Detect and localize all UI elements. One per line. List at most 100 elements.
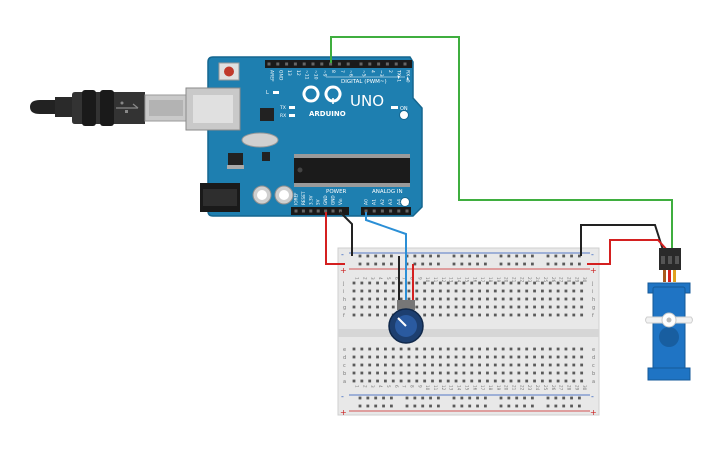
- top-pin-label: 13: [286, 70, 292, 76]
- column-label: 7: [402, 385, 407, 388]
- header-pin: [364, 209, 368, 213]
- row-label: j: [591, 281, 593, 287]
- reset-button: [218, 62, 240, 81]
- header-pin: [346, 62, 350, 66]
- column-label: 2: [362, 277, 367, 280]
- column-label: 22: [519, 385, 524, 391]
- row-label: f: [592, 313, 594, 319]
- column-label: 14: [457, 277, 462, 283]
- column-label: 16: [472, 385, 477, 391]
- column-label: 13: [449, 277, 454, 283]
- wire-servo-vcc: [587, 239, 668, 265]
- dc-jack-icon: [200, 183, 240, 212]
- header-pin: [359, 62, 363, 66]
- column-label: 17: [480, 385, 485, 391]
- column-label: 3: [370, 385, 375, 388]
- header-pin: [329, 62, 333, 66]
- rail-minus-bottom-right: -: [591, 392, 594, 401]
- top-pin-label: 12: [295, 70, 301, 76]
- digital-header-label: DIGITAL (PWM~): [341, 79, 387, 85]
- column-label: 2: [362, 385, 367, 388]
- top-pin-label: ~10: [313, 70, 319, 80]
- rail-minus-top-right: -: [591, 250, 594, 259]
- column-label: 21: [512, 277, 517, 283]
- top-pin-label: AREF: [269, 70, 275, 82]
- header-pin: [394, 62, 398, 66]
- column-label: 8: [409, 277, 414, 280]
- row-label: g: [592, 305, 595, 311]
- power-pin-label: 5V: [316, 199, 321, 205]
- analog-header-label: ANALOG IN: [372, 189, 403, 195]
- column-label: 10: [425, 385, 430, 391]
- power-pin-label: 3.3V: [308, 195, 313, 205]
- column-label: 22: [519, 277, 524, 283]
- column-label: 19: [496, 277, 501, 283]
- column-label: 26: [551, 385, 556, 391]
- column-label: 17: [480, 277, 485, 283]
- header-pin: [377, 62, 381, 66]
- header-pin: [294, 209, 298, 213]
- column-label: 25: [543, 277, 548, 283]
- header-pin: [372, 209, 376, 213]
- header-pin: [389, 209, 393, 213]
- row-label: g: [343, 305, 346, 311]
- row-label: b: [343, 371, 346, 377]
- row-label: h: [343, 297, 346, 303]
- power-pin-label: GND: [323, 195, 328, 205]
- row-label: c: [592, 363, 595, 369]
- header-pin: [397, 209, 401, 213]
- rail-minus-top-left: -: [341, 250, 344, 259]
- brand-label: ARDUINO: [309, 110, 346, 118]
- column-label: 6: [394, 385, 399, 388]
- power-header-label: POWER: [326, 189, 347, 195]
- column-label: 16: [472, 277, 477, 283]
- column-label: 18: [488, 385, 493, 391]
- column-label: 20: [504, 385, 509, 391]
- column-label: 19: [496, 385, 501, 391]
- header-pin: [311, 62, 315, 66]
- column-label: 27: [559, 385, 564, 391]
- header-pin: [337, 62, 341, 66]
- top-pin-label: GND: [277, 70, 283, 81]
- top-pin-label: ~5: [361, 70, 367, 77]
- column-label: 12: [441, 277, 446, 283]
- column-label: 30: [582, 385, 587, 391]
- model-label: UNO: [350, 92, 384, 110]
- column-label: 7: [402, 277, 407, 280]
- power-pin-label: Vin: [338, 198, 343, 205]
- column-label: 15: [464, 277, 469, 283]
- column-label: 18: [488, 277, 493, 283]
- header-pin: [324, 209, 328, 213]
- row-label: f: [343, 313, 345, 319]
- potentiometer-icon: [388, 300, 424, 344]
- column-label: 9: [417, 277, 422, 280]
- analog-pin-label: A0: [364, 199, 370, 205]
- column-label: 28: [566, 385, 571, 391]
- header-pin: [380, 209, 384, 213]
- column-label: 4: [378, 277, 383, 280]
- header-pin: [320, 62, 324, 66]
- row-label: j: [342, 281, 344, 287]
- column-label: 10: [425, 277, 430, 283]
- rail-plus-bottom-right: +: [590, 408, 597, 417]
- top-pin-label: RX◄0: [405, 70, 411, 83]
- column-label: 24: [535, 385, 540, 391]
- wire-5v-red: [325, 212, 345, 265]
- rail-plus-top-right: +: [590, 266, 597, 275]
- header-pin: [285, 62, 289, 66]
- wire-gnd-black: [339, 211, 353, 256]
- column-label: 11: [433, 385, 438, 391]
- column-label: 13: [449, 385, 454, 391]
- top-pin-label: ~3: [378, 70, 384, 77]
- led-rx-label: RX: [280, 113, 286, 119]
- usb-plug-icon: [30, 90, 188, 126]
- rail-plus-bottom-left: +: [340, 408, 347, 417]
- column-label: 26: [551, 277, 556, 283]
- row-label: i: [592, 289, 593, 295]
- wire-signal-green: [330, 36, 673, 250]
- wire-a0-blue: [365, 212, 407, 305]
- arduino-logo: [302, 85, 342, 104]
- row-label: a: [592, 379, 595, 385]
- row-label: i: [343, 289, 344, 295]
